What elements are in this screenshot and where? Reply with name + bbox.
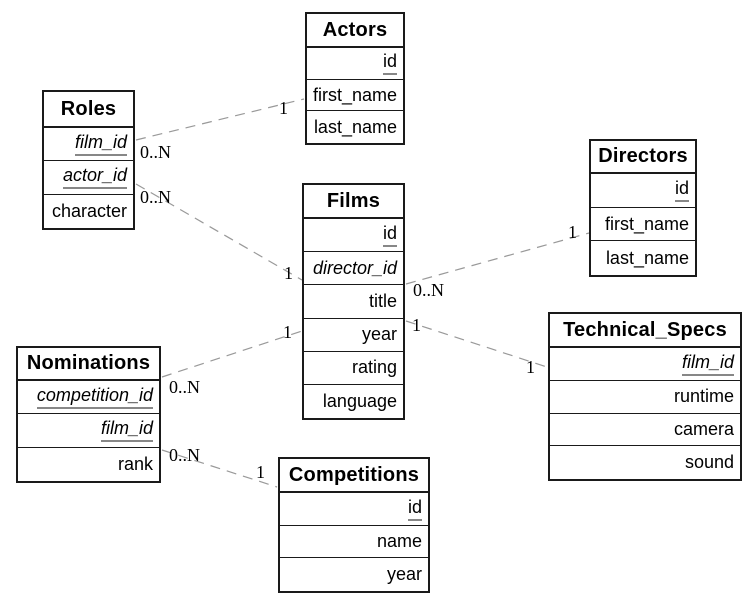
field-row-last_name: last_name [307,111,403,143]
entity-title-roles: Roles [44,92,133,128]
field-label-last_name: last_name [313,116,397,137]
field-label-runtime: runtime [673,386,734,407]
cardinality-label-roles-films: 1 [284,263,293,283]
field-row-competition_id: competition_id [18,381,159,415]
field-row-actor_id: actor_id [44,161,133,195]
entity-title-technical_specs: Technical_Specs [550,314,740,348]
field-row-camera: camera [550,414,740,447]
field-row-last_name: last_name [591,241,695,275]
field-row-id: id [304,219,403,253]
field-row-year: year [280,558,428,591]
entity-roles[interactable]: Roles film_id actor_id character [42,90,135,230]
cardinality-label-nominations-competitions: 1 [256,462,265,482]
cardinality-label-films-directors: 1 [568,222,577,242]
field-row-sound: sound [550,446,740,479]
field-label-competition_id: competition_id [36,385,153,410]
cardinality-label-films-technical_specs: 1 [526,357,535,377]
field-label-id: id [382,51,397,76]
entity-directors[interactable]: Directors id first_name last_name [589,139,697,278]
field-label-year: year [361,324,397,345]
field-row-year: year [304,319,403,352]
relationship-line-films-directors [405,232,590,285]
field-label-language: language [322,391,397,412]
relationship-line-nominations-films [161,330,303,378]
cardinality-label-nominations-films: 0..N [169,377,200,397]
cardinality-label-nominations-films: 1 [283,322,292,342]
field-label-camera: camera [673,418,734,439]
field-label-film_id: film_id [681,352,734,376]
cardinality-label-films-directors: 0..N [413,280,444,300]
field-label-name: name [376,531,422,552]
entity-competitions[interactable]: Competitions id name year [278,457,430,594]
field-row-director_id: director_id [304,252,403,286]
cardinality-label-nominations-competitions: 0..N [169,445,200,465]
field-row-runtime: runtime [550,381,740,414]
entity-title-directors: Directors [591,141,695,174]
field-row-language: language [304,385,403,418]
field-label-director_id: director_id [312,257,397,278]
field-label-film_id: film_id [100,418,153,443]
field-label-first_name: first_name [312,84,397,105]
field-row-name: name [280,526,428,559]
field-label-character: character [51,200,127,221]
field-label-sound: sound [684,452,734,473]
field-label-title: title [368,290,397,311]
entity-title-films: Films [304,185,403,219]
entity-actors[interactable]: Actors id first_name last_name [305,12,405,146]
field-label-film_id: film_id [74,132,127,157]
field-label-year: year [386,564,422,585]
field-label-id: id [674,178,689,203]
field-label-id: id [407,497,422,521]
field-label-rating: rating [351,357,397,378]
field-row-film_id: film_id [550,348,740,381]
field-label-actor_id: actor_id [62,165,127,190]
entity-title-nominations: Nominations [18,348,159,381]
field-label-id: id [382,223,397,248]
field-row-rank: rank [18,448,159,481]
cardinality-label-films-technical_specs: 1 [412,315,421,335]
field-row-id: id [280,493,428,526]
cardinality-label-roles-actors: 0..N [140,142,171,162]
field-row-film_id: film_id [44,128,133,162]
cardinality-label-roles-films: 0..N [140,187,171,207]
field-label-last_name: last_name [605,247,689,268]
field-row-id: id [591,174,695,208]
field-row-film_id: film_id [18,414,159,448]
field-row-title: title [304,285,403,319]
field-row-first_name: first_name [591,208,695,242]
field-row-rating: rating [304,352,403,385]
field-label-first_name: first_name [604,213,689,234]
field-label-rank: rank [117,453,153,474]
field-row-first_name: first_name [307,80,403,112]
field-row-id: id [307,48,403,80]
entity-title-actors: Actors [307,14,403,48]
field-row-character: character [44,195,133,228]
cardinality-label-roles-actors: 1 [279,98,288,118]
entity-title-competitions: Competitions [280,459,428,493]
